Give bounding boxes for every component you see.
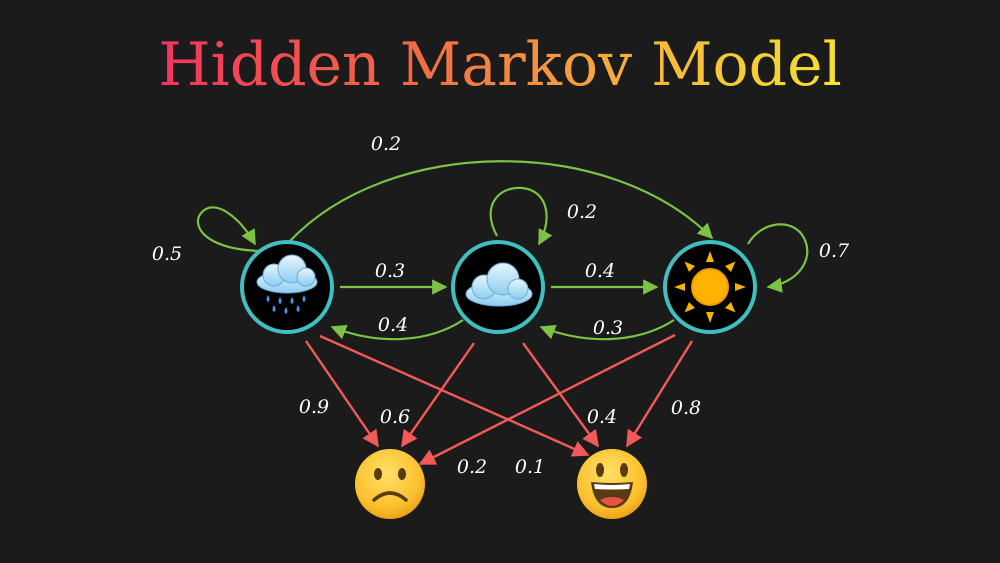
emission-label-sunny-happy: 0.8 (671, 397, 701, 419)
emission-label-rainy-happy: 0.1 (515, 456, 545, 478)
emission-label-rainy-sad: 0.9 (299, 396, 329, 418)
page-title: Hidden Markov Model (158, 30, 842, 100)
transition-sunny-cloudy (539, 319, 675, 341)
emission-rainy-sad (305, 340, 379, 448)
emission-sunny-sad (418, 333, 676, 466)
state-sunny (663, 240, 757, 334)
transition-label-rainy-cloudy: 0.3 (375, 260, 405, 282)
emission-label-cloudy-happy: 0.4 (587, 406, 617, 428)
title-word-3: Model (651, 30, 842, 100)
sun-icon (674, 251, 746, 323)
frowning-face-icon (355, 449, 425, 519)
emission-rainy-happy (319, 334, 590, 457)
smiling-face-icon (577, 449, 647, 519)
transition-labels: 0.5 0.3 0.2 0.2 0.4 0.4 0.7 0.3 (152, 133, 850, 339)
cloud-icon (465, 262, 533, 307)
emission-label-cloudy-sad: 0.6 (380, 406, 410, 428)
rain-cloud-icon (256, 254, 318, 314)
transition-rainy-rainy (196, 206, 263, 253)
emission-cloudy-happy (522, 342, 599, 448)
transition-label-rainy-rainy: 0.5 (152, 243, 182, 265)
transition-label-cloudy-rainy: 0.4 (378, 314, 408, 336)
transition-label-cloudy-cloudy: 0.2 (567, 201, 597, 223)
emission-edges (305, 333, 694, 466)
transition-label-rainy-sunny: 0.2 (371, 133, 401, 155)
emission-label-sunny-sad: 0.2 (457, 456, 487, 478)
observation-happy (577, 449, 647, 519)
state-cloudy (451, 240, 545, 334)
observation-sad (355, 449, 425, 519)
emission-labels: 0.9 0.1 0.6 0.4 0.2 0.8 (299, 396, 701, 478)
emission-sunny-happy (625, 340, 694, 448)
transition-edges (196, 160, 809, 341)
state-rainy (240, 240, 334, 334)
title-word-2: Markov (400, 30, 632, 100)
transition-sunny-sunny (747, 223, 809, 293)
transition-label-sunny-sunny: 0.7 (819, 240, 850, 262)
transition-label-sunny-cloudy: 0.3 (593, 317, 623, 339)
title-word-1: Hidden (158, 30, 380, 100)
transition-cloudy-cloudy (489, 186, 553, 246)
transition-rainy-sunny (288, 160, 714, 243)
emission-cloudy-sad (401, 342, 475, 448)
transition-cloudy-rainy (330, 319, 464, 341)
transition-label-cloudy-sunny: 0.4 (585, 260, 615, 282)
